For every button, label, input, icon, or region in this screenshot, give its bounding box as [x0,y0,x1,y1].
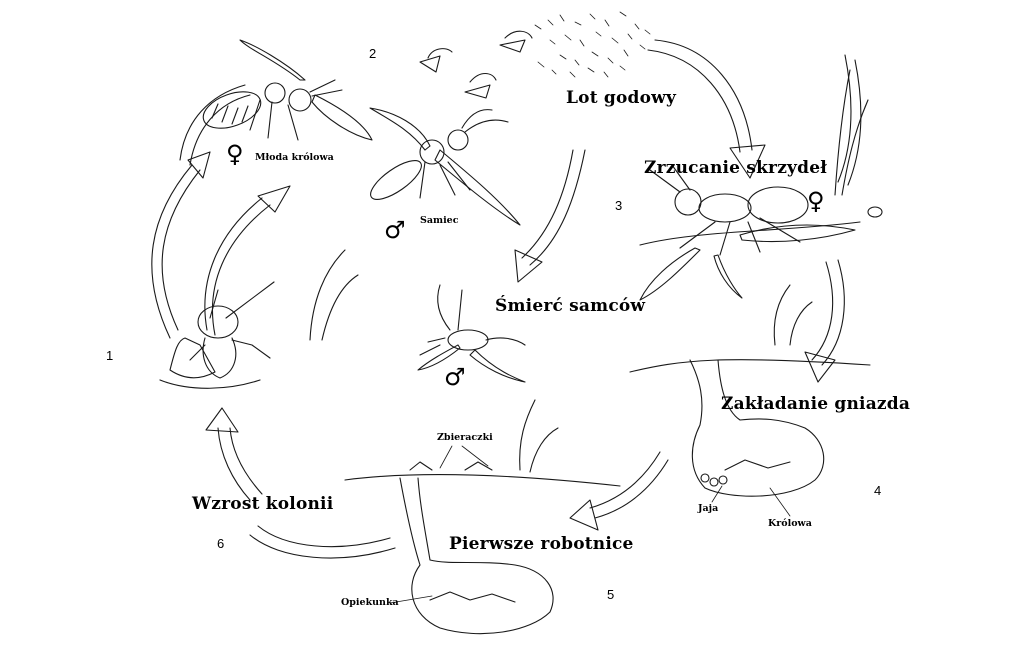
step-number-5: 5 [607,587,615,602]
cycle-arrow-1a [152,152,210,338]
flying-insects [420,31,532,98]
step-number-3: 3 [615,198,623,213]
cycle-arrow-3-4 [805,260,844,382]
male-symbol-icon-2: ♂ [444,363,466,391]
step-number-2: 2 [369,46,377,61]
dealating-queen-drawing [640,165,860,300]
stage-label-male-death: Śmierć samców [495,296,646,316]
stage-label-nuptial-flight: Lot godowy [566,88,677,108]
label-male: Samiec [420,215,459,226]
step-number-6: 6 [217,536,225,551]
cycle-arrow-1b [205,186,290,335]
cycle-arrow-male-death [515,150,585,282]
step-number-1: 1 [106,348,114,363]
male-ant-drawing [365,108,520,225]
stage-label-first-workers: Pierwsze robotnice [449,534,634,554]
label-young-queen: Młoda królowa [255,152,334,163]
female-symbol-icon: ♀ [226,140,244,168]
stage-label-nest-founding: Zakładanie gniazda [721,394,911,414]
label-queen: Królowa [768,518,812,529]
grass-center [310,250,558,472]
stage-label-wing-shedding: Zrzucanie skrzydeł [644,158,827,178]
emerging-queen [160,282,274,388]
male-symbol-icon: ♂ [384,216,406,244]
swarm-stipple [535,12,650,77]
colony-nest-drawing [345,462,620,634]
cycle-arrow-4-5 [570,452,668,530]
young-queen-drawing [198,40,372,140]
cycle-arrow-6-1 [206,408,262,500]
cycle-arrow-right-sweep [838,55,861,185]
label-nurse: Opiekunka [341,597,399,608]
cycle-arrow-2-3 [648,40,765,178]
stage-label-colony-growth: Wzrost kolonii [192,494,334,514]
label-leaders [390,446,790,603]
cycle-arrow-top-left [180,85,250,165]
label-eggs: Jaja [698,503,719,514]
label-foragers: Zbieraczki [437,432,493,443]
female-symbol-icon-2: ♀ [807,187,825,215]
step-number-4: 4 [874,483,882,498]
dead-male-drawing [418,285,525,382]
cycle-arrow-5-6 [250,526,395,558]
grass-right [774,70,882,345]
founding-nest-drawing [630,360,870,497]
